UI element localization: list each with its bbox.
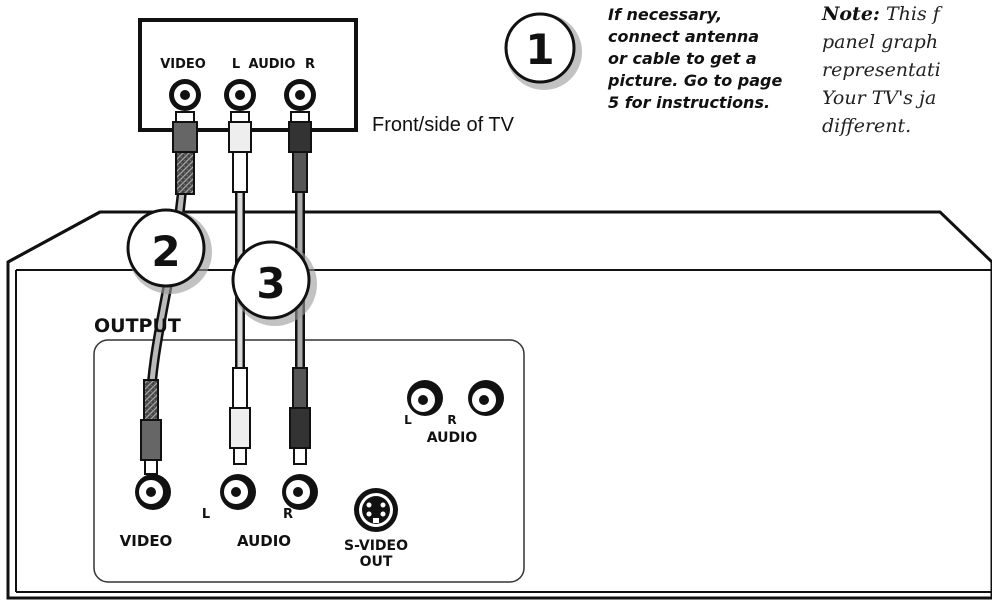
device-aux-audio-left-jack — [407, 380, 443, 416]
tv-audio-right-jack — [284, 79, 316, 111]
device-aux-audio-right-jack — [468, 380, 504, 416]
device-svideo-jack — [354, 488, 398, 532]
device-audio-right-plug — [289, 367, 311, 465]
tv-video-jack — [169, 79, 201, 111]
device-aux-r-label: R — [447, 413, 456, 427]
step-1-line-2: connect antenna — [608, 27, 759, 46]
step-1-line-3: or cable to get a — [608, 49, 757, 68]
device-audio-left-jack — [220, 474, 256, 510]
note-line-3: representati — [822, 59, 941, 81]
tv-caption: Front/side of TV — [372, 114, 515, 136]
device-audio-left-plug — [229, 367, 251, 465]
svg-text:Note: This f: Note: This f — [821, 3, 943, 25]
device-video-label: VIDEO — [120, 532, 173, 550]
tv-audio-left-label: L — [232, 57, 240, 72]
step-2-number: 2 — [151, 227, 180, 276]
step-3-number: 3 — [256, 259, 285, 308]
note-text: Note: This f panel graph representati Yo… — [821, 3, 943, 137]
device-aux-l-label: L — [404, 413, 412, 427]
step-1-line-5: 5 for instructions. — [608, 93, 770, 112]
tv-video-plug — [172, 111, 198, 195]
step-1-number: 1 — [525, 25, 554, 74]
device-aux-audio-label: AUDIO — [427, 430, 478, 446]
note-line-2: panel graph — [822, 31, 938, 53]
step-1-instructions: If necessary, connect antenna or cable t… — [607, 5, 782, 112]
device-audio-right-jack — [282, 474, 318, 510]
device-svideo-label-2: OUT — [360, 554, 393, 570]
tv-audio-right-label: R — [305, 57, 315, 72]
tv-audio-left-jack — [224, 79, 256, 111]
device-video-plug — [140, 379, 162, 475]
note-line-1-rest: This f — [880, 3, 943, 25]
step-1-line-4: picture. Go to page — [607, 71, 782, 90]
output-label: OUTPUT — [94, 315, 181, 337]
tv-audio-right-plug — [288, 111, 312, 193]
device-video-jack — [135, 474, 171, 510]
device-svideo-label-1: S-VIDEO — [344, 538, 408, 554]
device-audio-r-label: R — [283, 507, 293, 522]
step-2-marker: 2 — [126, 208, 212, 294]
note-line-5: different. — [822, 115, 911, 137]
note-line-4: Your TV's ja — [822, 87, 936, 109]
device-audio-label: AUDIO — [237, 532, 291, 550]
tv-audio-left-plug — [228, 111, 252, 193]
device-audio-l-label: L — [202, 507, 210, 522]
step-3-marker: 3 — [231, 240, 317, 326]
tv-video-label: VIDEO — [160, 57, 206, 72]
step-1-line-1: If necessary, — [608, 5, 722, 24]
tv-audio-label: AUDIO — [249, 57, 296, 72]
step-1-marker: 1 — [504, 12, 582, 90]
note-lead: Note: — [821, 3, 880, 25]
